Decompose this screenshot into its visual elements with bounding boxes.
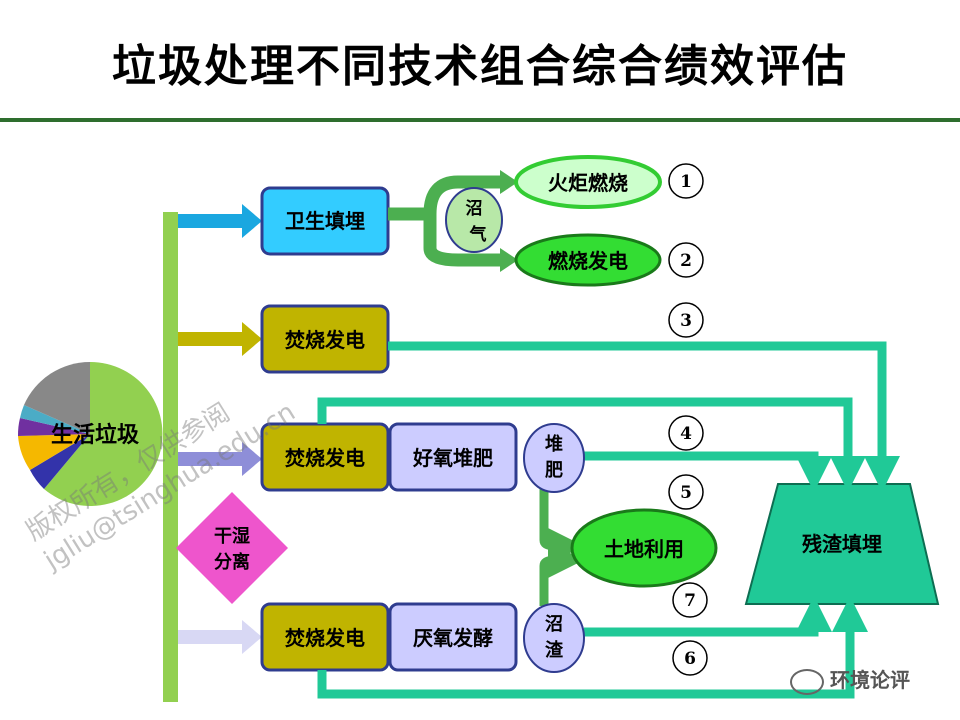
route-number-6: 6	[672, 640, 708, 676]
title-rule	[0, 118, 960, 122]
incineration-box-1	[260, 304, 390, 374]
biogas-node	[445, 187, 503, 253]
flow-6-ash	[317, 596, 868, 699]
route-number-5: 5	[668, 474, 704, 510]
aerobic-label: 好氧堆肥	[412, 446, 493, 470]
flow-digestate-land	[539, 542, 584, 606]
biogas-arrow-down	[423, 214, 500, 267]
incineration-label-3: 焚烧发电	[285, 626, 365, 650]
torch-label: 火炬燃烧	[548, 171, 628, 195]
main-trunk	[163, 212, 178, 702]
route-number-1: 1	[668, 163, 704, 199]
anaerobic-box	[388, 602, 518, 672]
gas-power-node	[514, 233, 662, 287]
svg-text:6: 6	[684, 649, 696, 669]
svg-text:2: 2	[680, 251, 692, 271]
biogas-arrow-up	[388, 175, 500, 221]
digestate-label-1: 沼	[545, 613, 563, 635]
incineration-label-1: 焚烧发电	[285, 328, 365, 352]
svg-text:4: 4	[680, 424, 692, 444]
compost-label-2: 肥	[544, 460, 563, 481]
flow-4-compost	[584, 451, 832, 492]
branch-arrow-compost	[178, 442, 262, 476]
separation-label-1: 干湿	[214, 526, 250, 547]
branch-arrow-landfill	[178, 204, 262, 238]
landfill-box	[260, 186, 390, 256]
route-number-7: 7	[672, 582, 708, 618]
svg-text:3: 3	[680, 311, 692, 331]
svg-text:1: 1	[680, 172, 692, 192]
aerobic-box	[388, 422, 518, 492]
source-label: 生活垃圾	[51, 422, 140, 448]
land-use-label: 土地利用	[604, 537, 684, 561]
separation-diamond	[176, 492, 288, 604]
route-number-4: 4	[668, 415, 704, 451]
biogas-label-2: 气	[469, 224, 487, 245]
torch-node	[514, 155, 662, 209]
biogas-label-1: 沼	[466, 198, 483, 219]
gas-power-label: 燃烧发电	[548, 249, 628, 273]
flow-5-compost	[539, 488, 584, 564]
brand-badge: 环境论评	[790, 664, 910, 695]
branch-arrow-incineration	[178, 322, 262, 356]
flow-4-ash	[317, 397, 866, 492]
brand-label: 环境论评	[830, 668, 910, 692]
incineration-label-2: 焚烧发电	[285, 446, 365, 470]
svg-text:5: 5	[680, 483, 692, 503]
waste-composition-pie	[17, 361, 163, 506]
page-title: 垃圾处理不同技术组合综合绩效评估	[112, 41, 848, 92]
route-number-2: 2	[668, 242, 704, 278]
compost-node	[523, 423, 585, 493]
svg-text:7: 7	[684, 591, 696, 611]
flow-3	[388, 341, 900, 492]
compost-label-1: 堆	[545, 433, 563, 455]
land-use-node	[570, 508, 718, 588]
separation-label-2: 分离	[214, 551, 250, 573]
wechat-icon	[790, 668, 824, 695]
branch-arrow-anaerobic	[178, 620, 262, 654]
landfill-label: 卫生填埋	[285, 209, 365, 233]
flow-7-digestate	[584, 596, 832, 637]
residue-landfill-label: 残渣填埋	[802, 532, 882, 556]
digestate-label-2: 渣	[545, 639, 564, 661]
anaerobic-label: 厌氧发酵	[413, 626, 493, 650]
digestate-node	[523, 603, 585, 673]
route-number-3: 3	[668, 302, 704, 338]
